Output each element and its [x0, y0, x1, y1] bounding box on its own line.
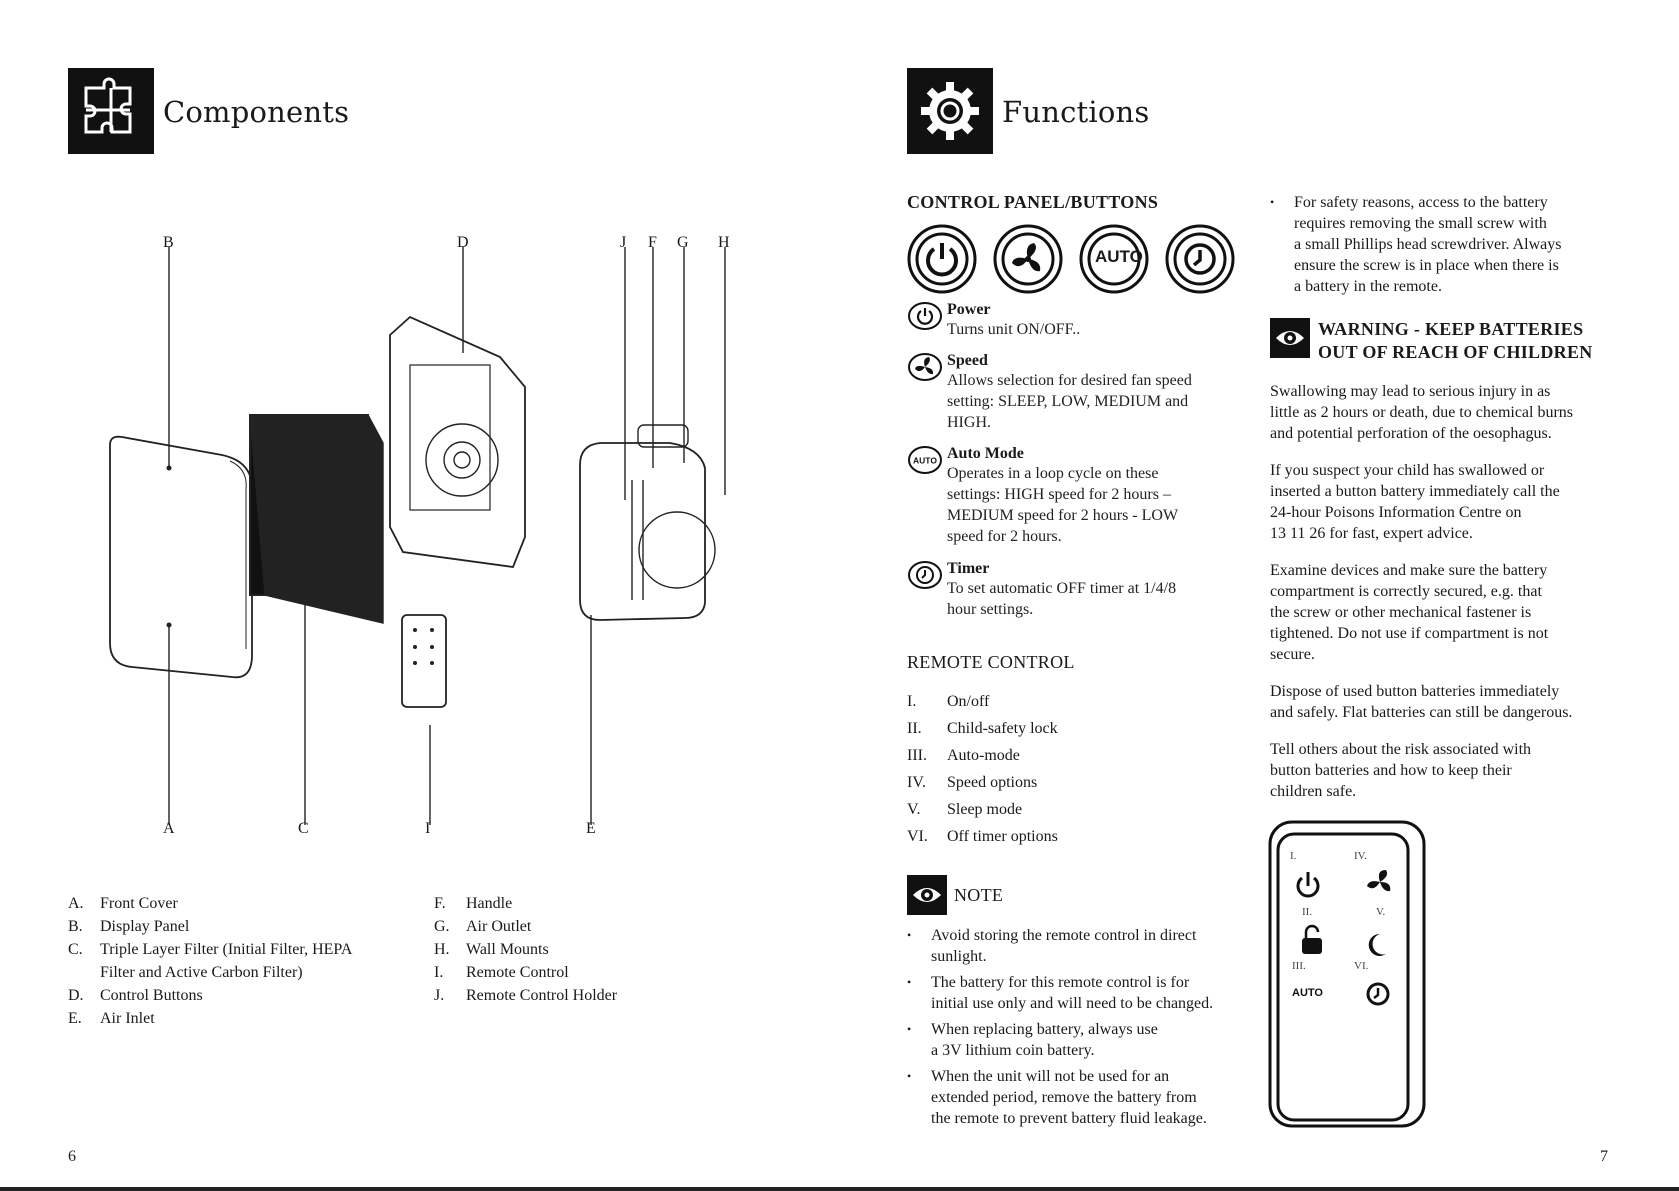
diagram-label-i: I — [425, 820, 431, 837]
diagram-label-d: D — [457, 234, 469, 251]
note-heading: NOTE — [954, 885, 1004, 905]
warning-heading: WARNING - KEEP BATTERIES OUT OF REACH OF… — [1318, 319, 1593, 362]
components-title: Components — [163, 95, 350, 129]
warning-paragraphs: Swallowing may lead to serious injury in… — [1270, 381, 1630, 818]
list-item: IV.Speed options — [907, 774, 1038, 791]
list-item: I.On/off — [907, 693, 990, 710]
remote-control-heading: REMOTE CONTROL — [907, 652, 1075, 672]
page-number-right: 7 — [1600, 1148, 1608, 1165]
remote-label-v: V. — [1376, 906, 1386, 918]
bottom-rule — [0, 1187, 1679, 1191]
remote-label-vi: VI. — [1354, 960, 1369, 972]
function-timer: Timer To set automatic OFF timer at 1/4/… — [907, 560, 1247, 620]
timer-icon — [908, 561, 942, 589]
note-bullets: •Avoid storing the remote control in dir… — [907, 925, 1247, 1134]
function-speed: Speed Allows selection for desired fan s… — [907, 352, 1247, 433]
list-item: V.Sleep mode — [907, 801, 1023, 818]
paragraph: If you suspect your child has swallowed … — [1270, 462, 1560, 542]
remote-label-i: I. — [1290, 850, 1297, 862]
legend-item: F.Handle — [434, 895, 513, 912]
diagram-label-c: C — [298, 820, 309, 837]
list-item: •The battery for this remote control is … — [907, 974, 1214, 1012]
fan-icon — [908, 353, 942, 381]
function-auto-mode: AUTO Auto Mode Operates in a loop cycle … — [907, 445, 1247, 547]
list-item: •Avoid storing the remote control in dir… — [907, 927, 1197, 965]
legend-item: G.Air Outlet — [434, 918, 532, 935]
legend-item: C.Triple Layer Filter (Initial Filter, H… — [68, 941, 353, 958]
control-buttons-row — [907, 224, 1235, 294]
legend-item: H.Wall Mounts — [434, 941, 549, 958]
remote-label-iv: IV. — [1354, 850, 1367, 862]
diagram-label-h: H — [718, 234, 730, 251]
components-puzzle-icon — [68, 68, 154, 154]
legend-item: E.Air Inlet — [68, 1010, 155, 1027]
note-eye-icon — [907, 875, 947, 915]
function-power: Power Turns unit ON/OFF.. — [907, 301, 1247, 340]
legend-item: A.Front Cover — [68, 895, 178, 912]
safety-bullet: • For safety reasons, access to the batt… — [1270, 194, 1562, 295]
legend-item: D.Control Buttons — [68, 987, 203, 1004]
paragraph: Swallowing may lead to serious injury in… — [1270, 383, 1574, 442]
paragraph: Dispose of used button batteries immedia… — [1270, 683, 1573, 721]
remote-label-ii: II. — [1302, 906, 1313, 918]
warning-eye-icon — [1270, 318, 1310, 358]
power-icon — [908, 302, 942, 330]
components-legend-col1: A.Front Cover B.Display Panel C.Triple L… — [68, 892, 428, 1030]
diagram-label-b: B — [163, 234, 174, 251]
diagram-label-f: F — [648, 234, 657, 251]
legend-item: B.Display Panel — [68, 918, 190, 935]
list-item: VI.Off timer options — [907, 828, 1058, 845]
page-number-left: 6 — [68, 1148, 76, 1165]
legend-item: J.Remote Control Holder — [434, 987, 618, 1004]
functions-gear-icon — [907, 68, 993, 154]
remote-label-iii: III. — [1292, 960, 1306, 972]
exploded-diagram — [109, 247, 726, 825]
remote-control-list: I.On/off II.Child-safety lock III.Auto-m… — [907, 688, 1207, 850]
auto-button-label: AUTO — [1095, 247, 1143, 266]
list-item: II.Child-safety lock — [907, 720, 1058, 737]
auto-icon: AUTO — [908, 446, 942, 474]
legend-item: I.Remote Control — [434, 964, 569, 981]
paragraph: Tell others about the risk associated wi… — [1270, 741, 1532, 800]
legend-item: Filter and Active Carbon Filter) — [100, 964, 303, 981]
svg-text:z: z — [1374, 936, 1379, 946]
diagram-label-j: J — [620, 234, 627, 251]
svg-text:AUTO: AUTO — [913, 456, 937, 466]
list-item: III.Auto-mode — [907, 747, 1020, 764]
components-legend-col2: F.Handle G.Air Outlet H.Wall Mounts I.Re… — [434, 892, 734, 1007]
diagram-label-g: G — [677, 234, 689, 251]
diagram-label-e: E — [586, 820, 596, 837]
functions-title: Functions — [1002, 95, 1150, 129]
control-panel-heading: CONTROL PANEL/BUTTONS — [907, 192, 1159, 212]
paragraph: Examine devices and make sure the batter… — [1270, 562, 1549, 663]
remote-control-illustration: z I. IV. II. V. III. VI. AUTO — [1268, 820, 1426, 1128]
diagram-label-a: A — [163, 820, 175, 837]
remote-auto-label: AUTO — [1292, 987, 1323, 999]
